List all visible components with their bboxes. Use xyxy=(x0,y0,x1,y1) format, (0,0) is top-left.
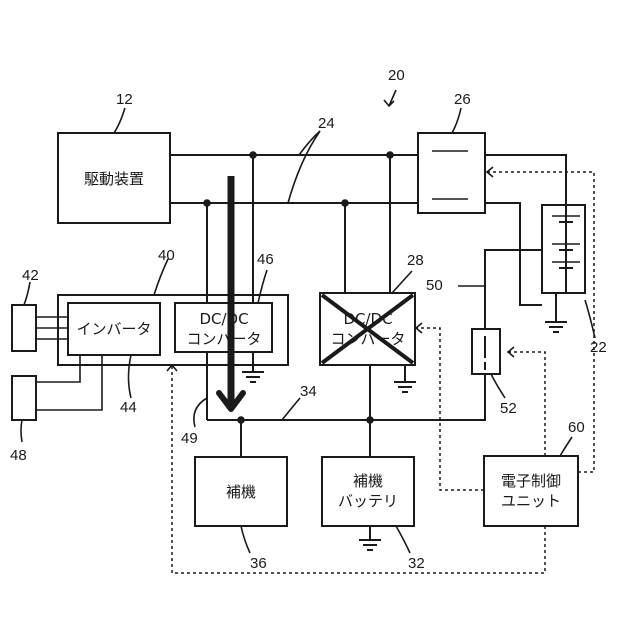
ref-26: 26 xyxy=(454,91,471,108)
ref-20: 20 xyxy=(388,67,405,84)
aux-battery-line2: バッテリ xyxy=(338,492,398,510)
ref-34: 34 xyxy=(300,383,317,400)
ref-46: 46 xyxy=(257,251,274,268)
ecu-box xyxy=(484,456,578,526)
ref-52: 52 xyxy=(500,400,517,417)
main-relay xyxy=(418,133,485,213)
drive-device-label: 駆動装置 xyxy=(84,170,144,188)
ref-32: 32 xyxy=(408,555,425,572)
ref-42: 42 xyxy=(22,267,39,284)
ref-28: 28 xyxy=(407,252,424,269)
ground-symbol-22 xyxy=(545,322,567,332)
current-flow-arrow xyxy=(219,176,243,409)
ground-symbol-28 xyxy=(394,382,416,392)
ref-50: 50 xyxy=(426,277,443,294)
ground-symbol-32 xyxy=(359,540,381,550)
junction-dots xyxy=(203,151,570,424)
ref-40: 40 xyxy=(158,247,175,264)
main-battery xyxy=(542,205,585,293)
ref-48: 48 xyxy=(10,447,27,464)
ecu-line1: 電子制御 xyxy=(501,472,561,490)
dcdc-converter-46-line1: DC/DC xyxy=(199,310,248,328)
ref-49: 49 xyxy=(181,430,198,447)
inverter-label: インバータ xyxy=(76,320,151,338)
device-48-box xyxy=(12,376,36,420)
ref-60: 60 xyxy=(568,419,585,436)
ecu-line2: ユニット xyxy=(501,492,561,510)
dcdc-converter-28-line2: コンバータ xyxy=(330,330,405,348)
dcdc-converter-46-line2: コンバータ xyxy=(186,330,261,348)
switch-52 xyxy=(472,329,500,374)
ref-22: 22 xyxy=(590,339,607,356)
ref-12: 12 xyxy=(116,91,133,108)
ref-36: 36 xyxy=(250,555,267,572)
ref-44: 44 xyxy=(120,399,137,416)
auxiliary-label: 補機 xyxy=(226,483,256,501)
aux-battery-line1: 補機 xyxy=(353,472,383,490)
ground-symbol-46 xyxy=(242,372,264,382)
motor-42-box xyxy=(12,305,36,351)
ref-24: 24 xyxy=(318,115,335,132)
